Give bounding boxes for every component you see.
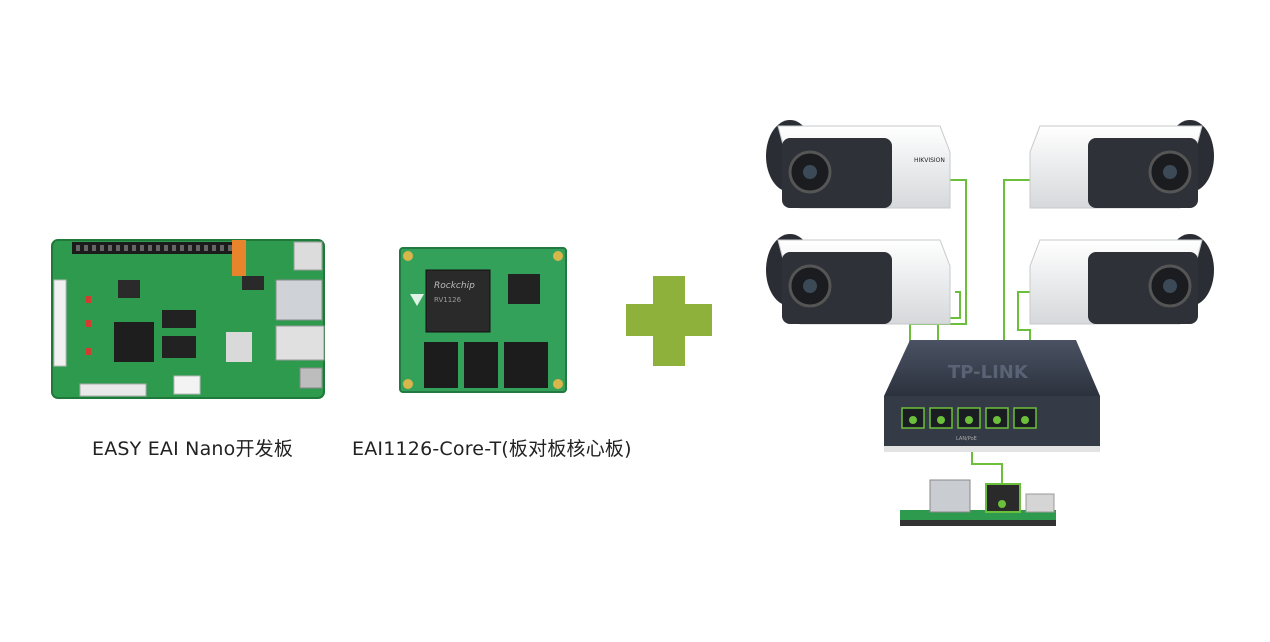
camera-bottom-right <box>1029 234 1214 325</box>
network-diagram: HIKVISION TP-LINK <box>766 120 1214 526</box>
camera-bottom-left <box>766 234 951 325</box>
switch-port-label: LAN/PoE <box>956 436 977 442</box>
plus-icon <box>653 276 685 366</box>
dev-board-image <box>51 239 325 399</box>
camera-top-left: HIKVISION <box>766 120 951 209</box>
core-board-image: Rockchip RV1126 <box>399 247 567 393</box>
core-board-caption: EAI1126-Core-T(板对板核心板) <box>352 438 632 460</box>
dev-board-caption: EASY EAI Nano开发板 <box>92 438 294 460</box>
network-switch: TP-LINK LAN/PoE <box>884 340 1100 452</box>
camera-brand: HIKVISION <box>914 157 945 164</box>
switch-brand: TP-LINK <box>948 362 1029 383</box>
core-chip-brand: Rockchip <box>434 281 475 291</box>
core-chip-model: RV1126 <box>434 296 462 304</box>
camera-top-right <box>1029 120 1214 209</box>
nano-board-side <box>900 479 1056 526</box>
